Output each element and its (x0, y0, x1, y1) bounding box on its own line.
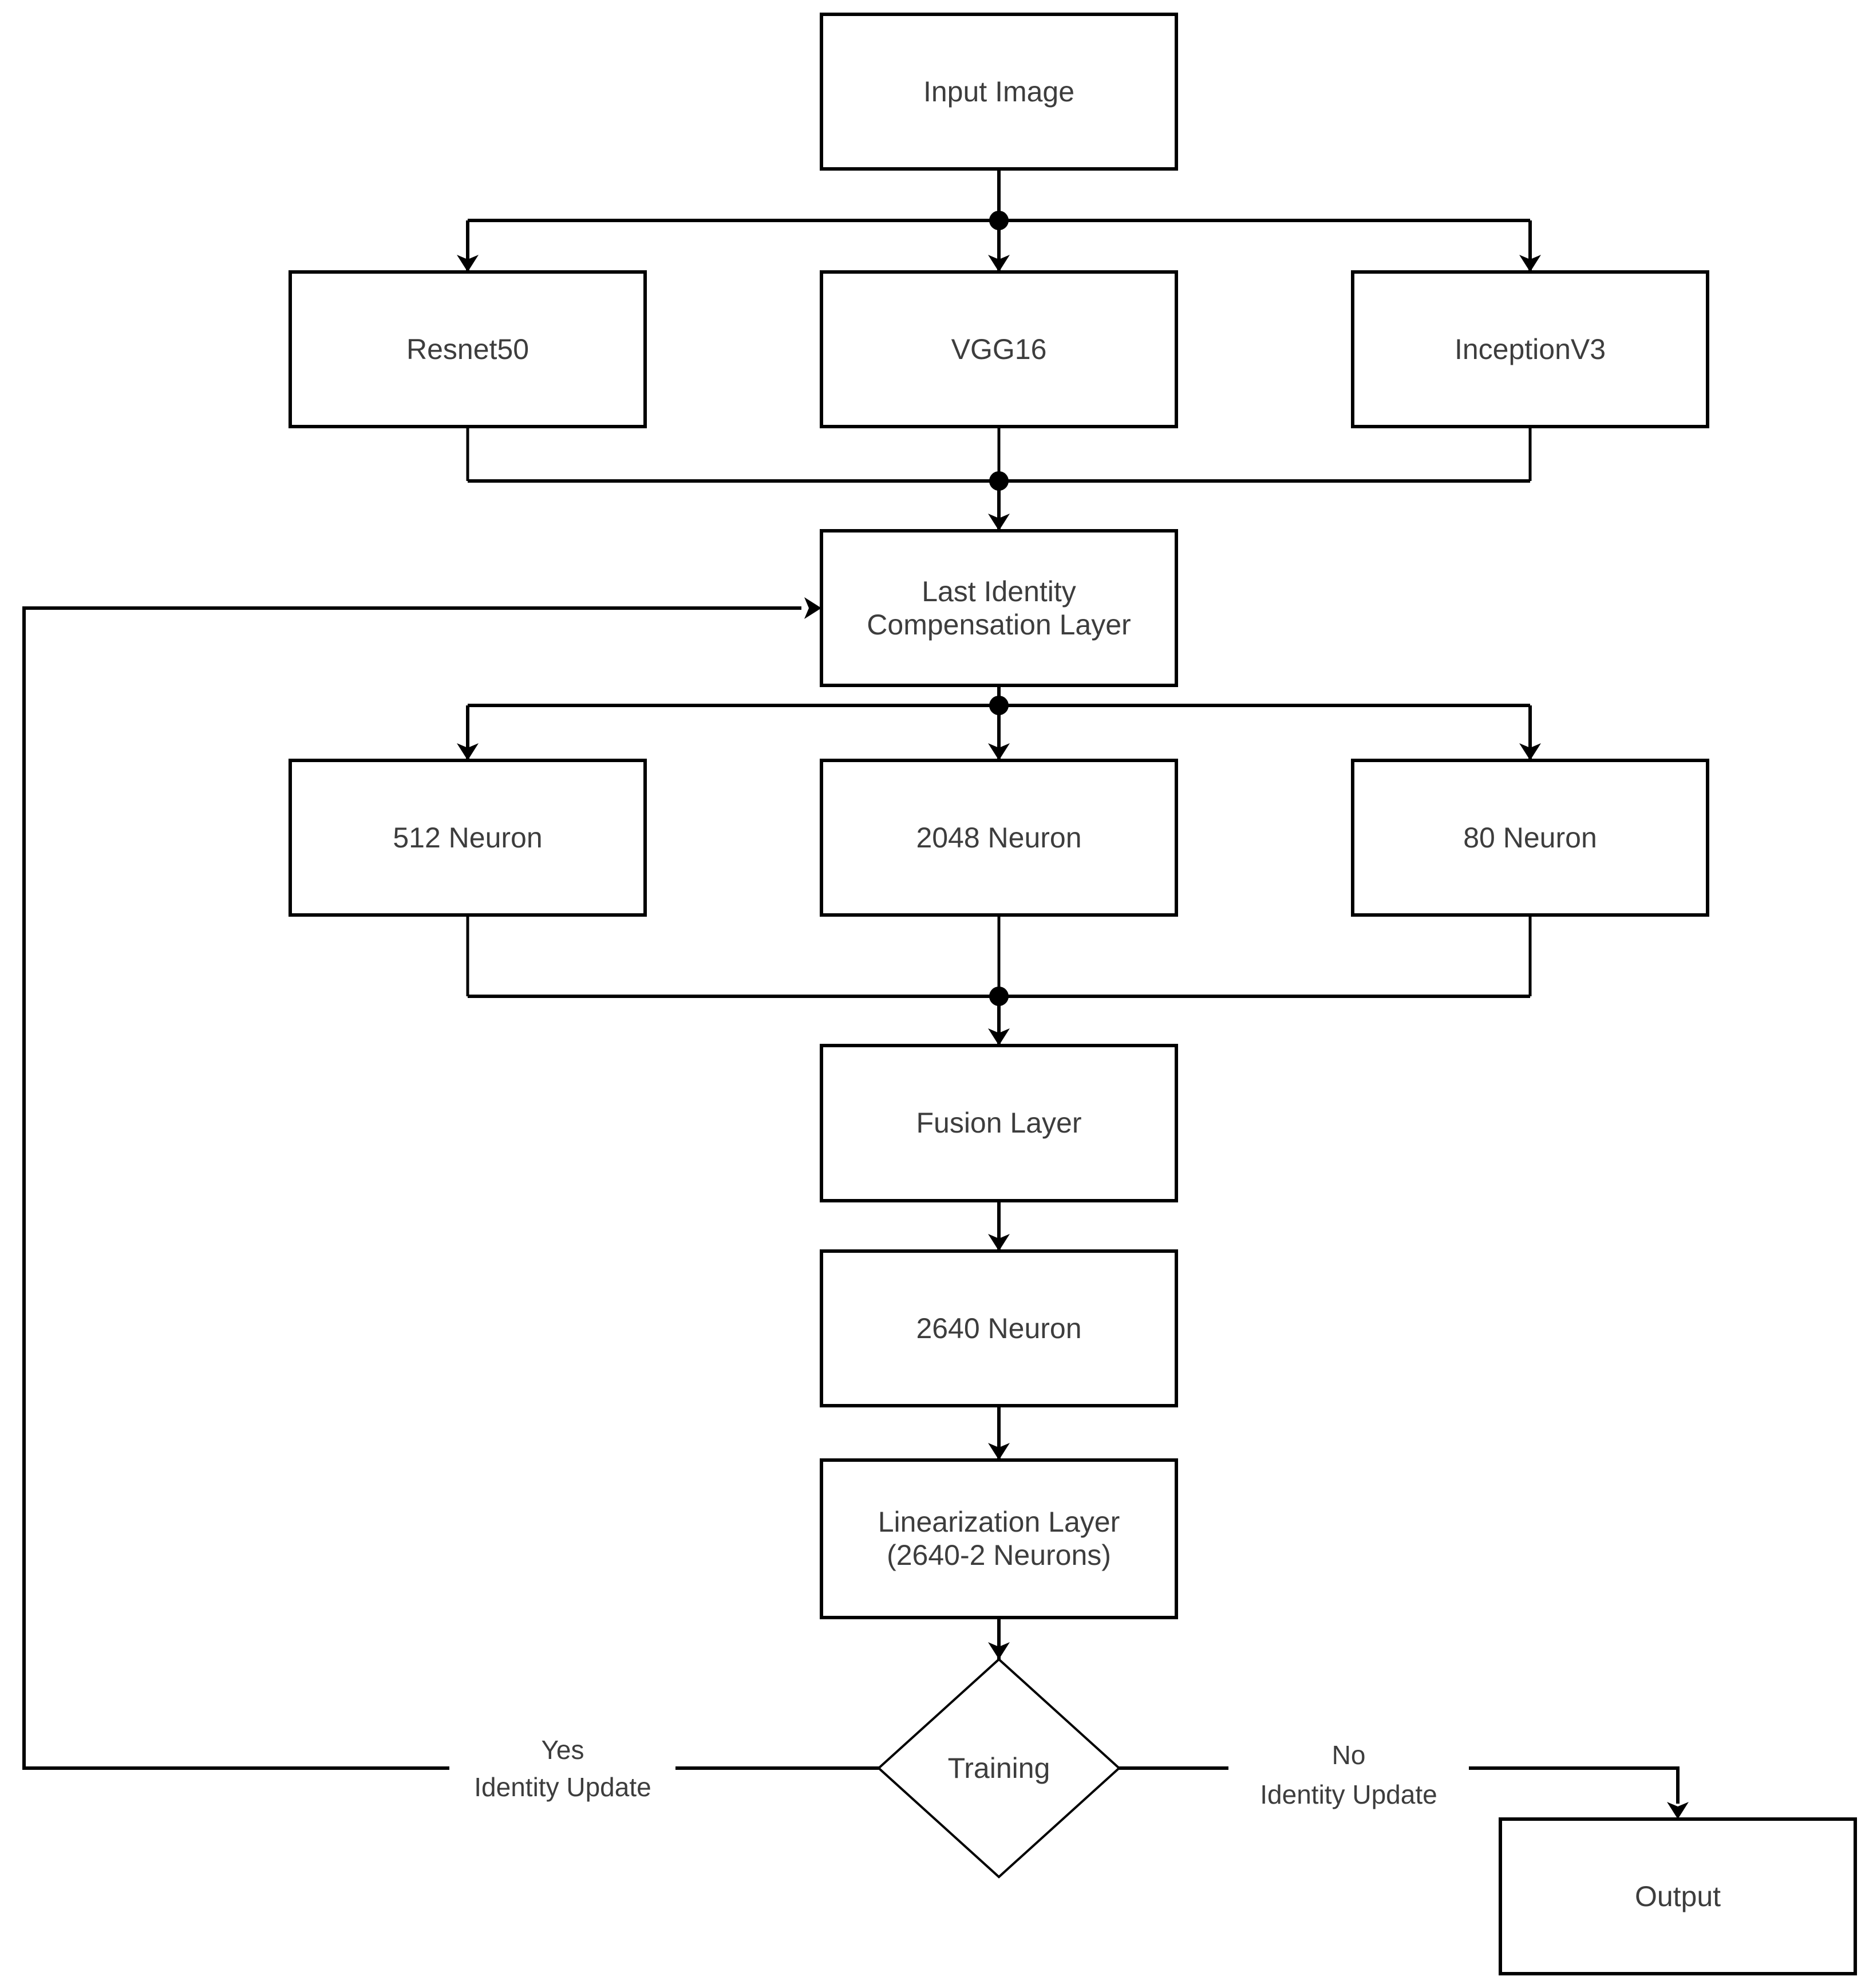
compensation-label-line2: Compensation Layer (867, 609, 1131, 641)
node-last-identity-compensation-layer: Last Identity Compensation Layer (820, 529, 1178, 687)
n2048-label: 2048 Neuron (916, 822, 1081, 854)
node-inceptionv3: InceptionV3 (1351, 270, 1709, 428)
inceptionv3-label: InceptionV3 (1455, 333, 1606, 365)
output-label: Output (1635, 1880, 1721, 1912)
n80-box (1351, 759, 1709, 917)
compensation-label-line1: Last Identity (922, 575, 1076, 608)
n2048-box (820, 759, 1178, 917)
node-vgg16: VGG16 (820, 270, 1178, 428)
arrowhead-into-compensation-left (804, 597, 821, 619)
fusion-label: Fusion Layer (916, 1107, 1081, 1139)
junction-dot-branch2 (989, 696, 1009, 715)
node-resnet50: Resnet50 (289, 270, 647, 428)
node-2048-neuron: 2048 Neuron (820, 759, 1178, 917)
junction-dots (989, 211, 1009, 1006)
resnet50-box (289, 270, 647, 428)
arrowhead-into-vgg (988, 255, 1010, 272)
input-image-label: Input Image (923, 76, 1074, 108)
arrowhead-into-n80 (1519, 743, 1541, 760)
arrowheads (457, 255, 1689, 1819)
training-diamond (877, 1658, 1121, 1879)
compensation-box (820, 529, 1178, 687)
vgg16-box (820, 270, 1178, 428)
arrowhead-into-linearization (988, 1443, 1010, 1460)
arrowhead-into-output (1667, 1802, 1689, 1819)
node-fusion-layer: Fusion Layer (820, 1044, 1178, 1202)
node-80-neuron: 80 Neuron (1351, 759, 1709, 917)
no-branch-label: No Identity Update (1228, 1732, 1469, 1815)
output-box (1499, 1817, 1857, 1975)
node-training-decision: Training (877, 1658, 1121, 1879)
input-image-box (820, 13, 1178, 171)
fusion-box (820, 1044, 1178, 1202)
junction-dot-merge2 (989, 987, 1009, 1006)
n80-label: 80 Neuron (1463, 822, 1597, 854)
no-label-line2: Identity Update (1260, 1780, 1437, 1809)
n512-box (289, 759, 647, 917)
training-label: Training (948, 1752, 1050, 1784)
junction-dot-merge1 (989, 471, 1009, 491)
n2640-box (820, 1249, 1178, 1407)
node-output: Output (1499, 1817, 1857, 1975)
arrowhead-into-decision (988, 1642, 1010, 1659)
node-linearization-layer: Linearization Layer (2640-2 Neurons) (820, 1458, 1178, 1619)
linearization-label-line1: Linearization Layer (878, 1506, 1120, 1538)
yes-label-background (449, 1730, 675, 1806)
arrowhead-into-compensation-top (988, 514, 1010, 531)
arrowhead-into-resnet (457, 255, 479, 272)
no-label-background (1228, 1732, 1469, 1815)
arrowhead-into-inception (1519, 255, 1541, 272)
no-label-line1: No (1332, 1740, 1366, 1770)
node-input-image: Input Image (820, 13, 1178, 171)
junction-dot-branch1 (989, 211, 1009, 230)
yes-label-line2: Identity Update (474, 1772, 651, 1802)
n2640-label: 2640 Neuron (916, 1312, 1081, 1344)
inceptionv3-box (1351, 270, 1709, 428)
n512-label: 512 Neuron (393, 822, 542, 854)
vgg16-label: VGG16 (951, 333, 1047, 365)
node-2640-neuron: 2640 Neuron (820, 1249, 1178, 1407)
resnet50-label: Resnet50 (406, 333, 529, 365)
arrowhead-into-n512 (457, 743, 479, 760)
linearization-box (820, 1458, 1178, 1619)
linearization-label-line2: (2640-2 Neurons) (887, 1539, 1111, 1571)
arrowhead-into-2640 (988, 1234, 1010, 1251)
node-512-neuron: 512 Neuron (289, 759, 647, 917)
arrowhead-into-fusion (988, 1028, 1010, 1046)
arrowhead-into-n2048 (988, 743, 1010, 760)
yes-branch-label: Yes Identity Update (449, 1730, 675, 1806)
yes-label-line1: Yes (541, 1735, 584, 1765)
